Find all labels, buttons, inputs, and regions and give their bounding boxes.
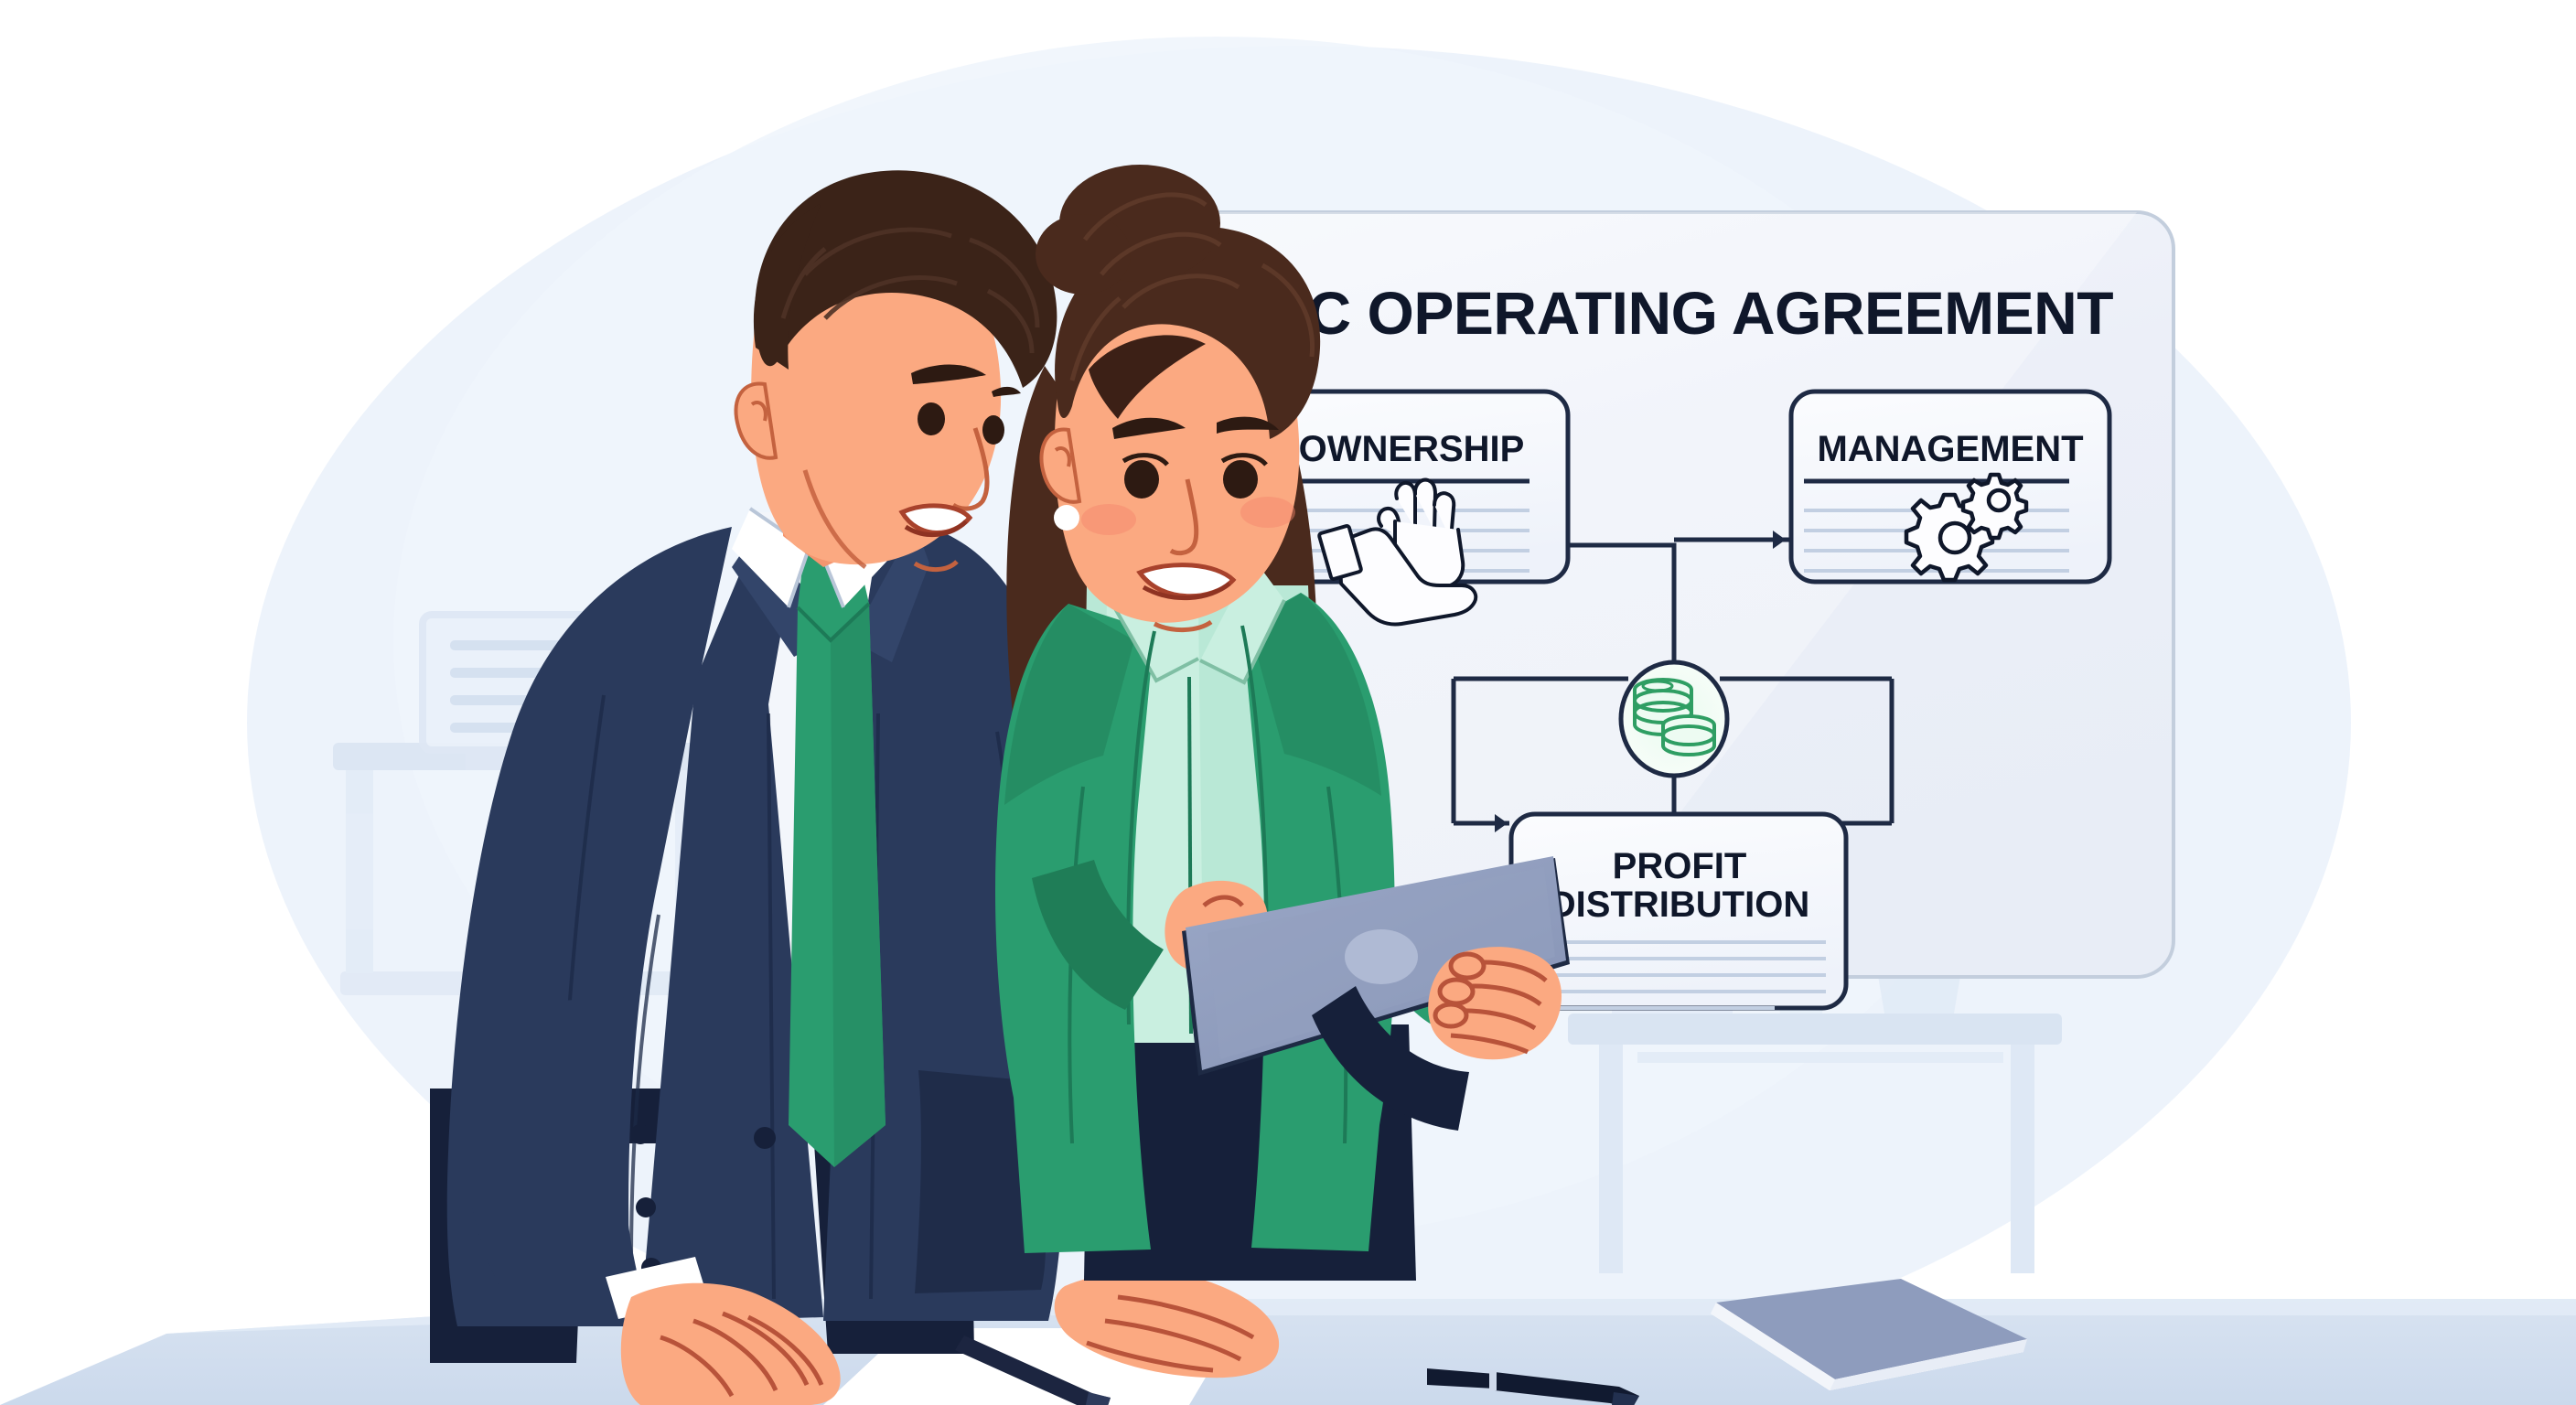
tablet-device[interactable] <box>1182 856 1570 1076</box>
person-businessman <box>430 170 1280 1405</box>
profit-rule-lines <box>1522 940 1826 1010</box>
ownership-label: OWNERSHIP <box>1299 429 1525 469</box>
profit-label-line1: PROFIT <box>1613 846 1747 886</box>
pen-on-paper <box>955 1335 1111 1405</box>
background-table <box>1568 1014 2062 1273</box>
person-businesswoman <box>995 165 1570 1281</box>
whiteboard-title: LLC OPERATING AGREEMENT <box>1235 279 2113 347</box>
pen-on-desk <box>1427 1368 1639 1405</box>
hand-holding-icon <box>1317 477 1478 627</box>
coins-badge[interactable] <box>1618 660 1730 778</box>
diagram-node-profit-distribution[interactable]: PROFIT DISTRIBUTION <box>1508 811 1849 1011</box>
man-hand-right <box>1054 1271 1280 1378</box>
gears-icon <box>1904 472 2029 583</box>
man-hand-left <box>620 1282 841 1405</box>
woman-earring <box>1054 505 1079 531</box>
man-eye-right <box>982 415 1004 445</box>
man-eye-left <box>918 402 945 435</box>
notebook-on-desk <box>1711 1279 2027 1390</box>
profit-label-line2: DISTRIBUTION <box>1550 885 1809 925</box>
tablet-logo <box>1345 929 1418 984</box>
diagram-node-management[interactable]: MANAGEMENT <box>1788 389 2112 585</box>
woman-eye-left <box>1124 460 1159 499</box>
diagram-connectors <box>1451 531 1894 832</box>
coins-stack-icon <box>1633 678 1716 756</box>
diagram-node-ownership[interactable]: OWNERSHIP <box>1252 389 1571 627</box>
woman-hand-right <box>1428 947 1562 1060</box>
management-label: MANAGEMENT <box>1817 429 2083 469</box>
woman-eye-right <box>1223 460 1258 499</box>
